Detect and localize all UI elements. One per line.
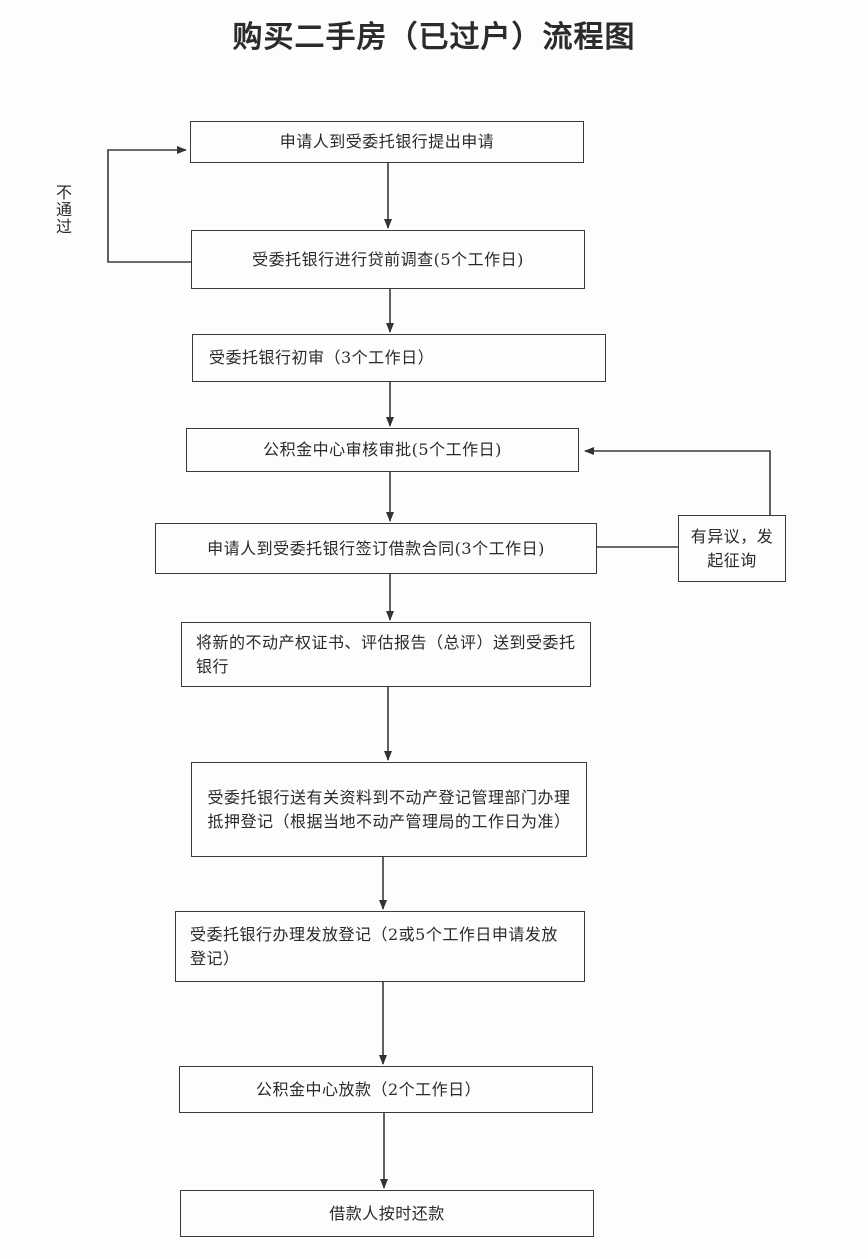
flow-step-10: 借款人按时还款 — [180, 1190, 594, 1237]
flow-step-2: 受委托银行进行贷前调查(5个工作日) — [191, 230, 585, 289]
flow-step-3-label: 受委托银行初审（3个工作日） — [209, 348, 435, 367]
flow-step-9-label: 公积金中心放款（2个工作日） — [256, 1079, 482, 1099]
flow-step-6: 将新的不动产权证书、评估报告（总评）送到受委托银行 — [181, 622, 591, 687]
loop-not-passed — [107, 146, 191, 263]
flow-step-1-label: 申请人到受委托银行提出申请 — [279, 132, 495, 151]
flow-step-1: 申请人到受委托银行提出申请 — [190, 121, 584, 163]
objection-box: 有异议，发起征询 — [678, 515, 786, 582]
flow-step-7-label: 受委托银行送有关资料到不动产登记管理部门办理抵押登记（根据当地不动产管理局的工作… — [207, 787, 571, 831]
page-title: 购买二手房（已过户）流程图 — [232, 20, 636, 55]
objection-label: 有异议，发起征询 — [690, 526, 774, 570]
flow-step-3: 受委托银行初审（3个工作日） — [192, 334, 606, 382]
flow-step-6-label: 将新的不动产权证书、评估报告（总评）送到受委托银行 — [196, 632, 576, 676]
flow-step-7: 受委托银行送有关资料到不动产登记管理部门办理抵押登记（根据当地不动产管理局的工作… — [191, 762, 587, 857]
flow-step-4: 公积金中心审核审批(5个工作日) — [186, 428, 579, 472]
flow-step-8-label: 受委托银行办理发放登记（2或5个工作日申请发放登记） — [190, 924, 558, 968]
flow-step-5: 申请人到受委托银行签订借款合同(3个工作日) — [155, 523, 597, 574]
flow-step-10-label: 借款人按时还款 — [329, 1203, 445, 1223]
not-passed-label: 不通过 — [53, 184, 72, 235]
flow-step-9: 公积金中心放款（2个工作日） — [179, 1066, 593, 1113]
flow-step-4-label: 公积金中心审核审批(5个工作日) — [263, 440, 502, 459]
flow-step-2-label: 受委托银行进行贷前调查(5个工作日) — [252, 249, 524, 269]
flow-step-8: 受委托银行办理发放登记（2或5个工作日申请发放登记） — [175, 911, 585, 982]
loop-objection — [584, 447, 771, 515]
flow-step-5-label: 申请人到受委托银行签订借款合同(3个工作日) — [207, 538, 545, 558]
